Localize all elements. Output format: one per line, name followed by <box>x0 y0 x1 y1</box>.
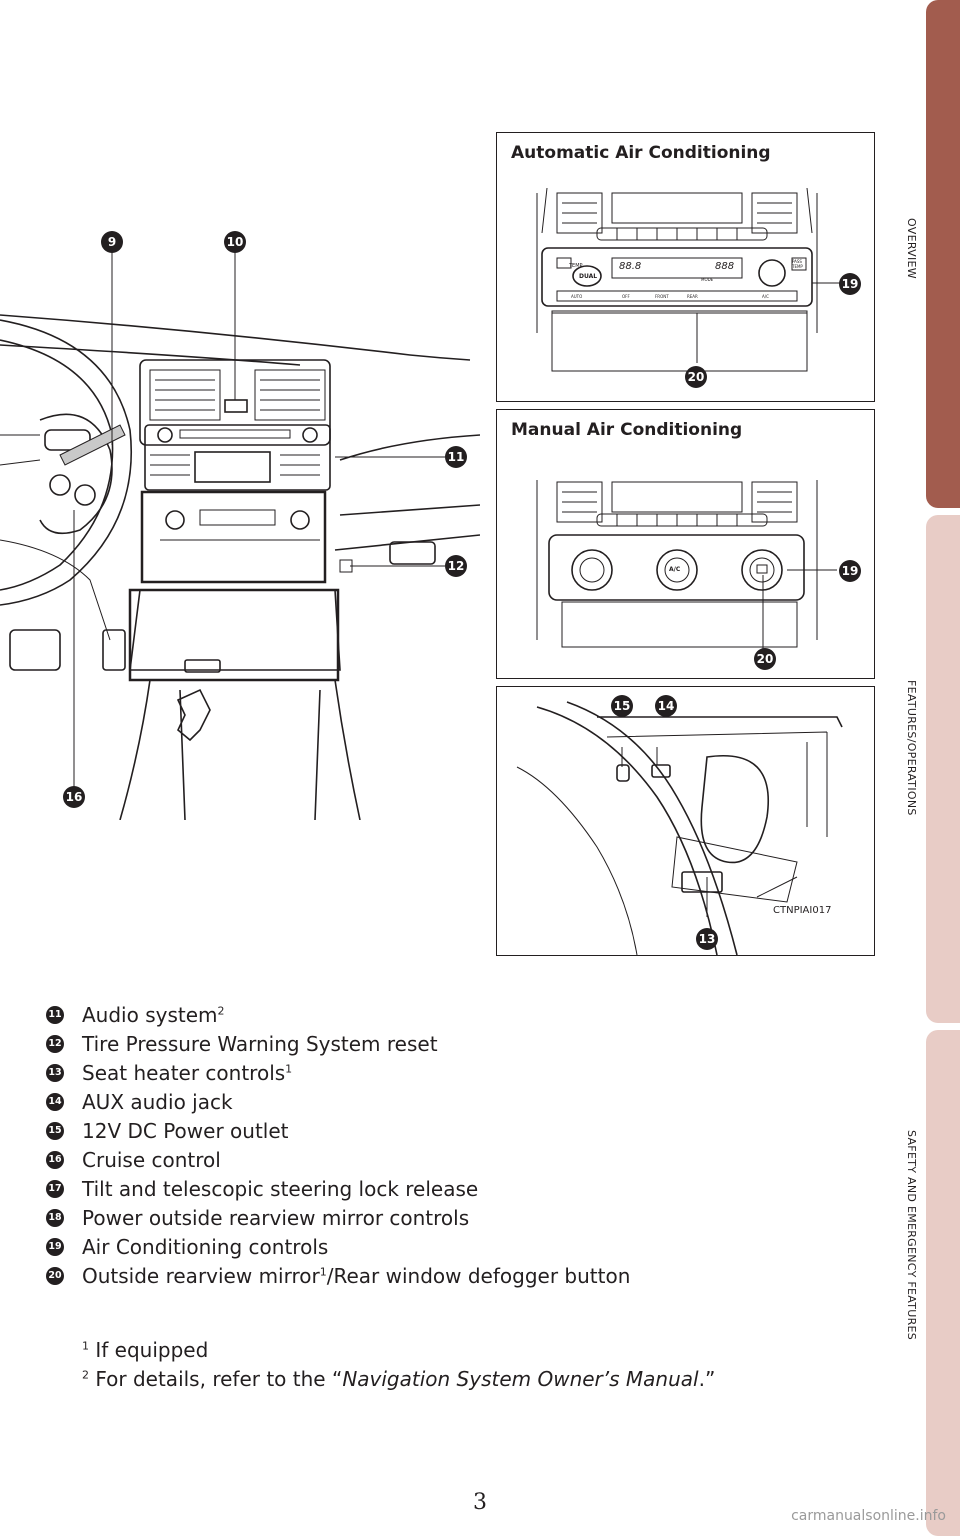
footnote-2: 2 For details, refer to the “Navigation … <box>82 1367 715 1391</box>
auto-ac-digits-right: 888 <box>715 261 735 272</box>
legend-text: Air Conditioning controls <box>82 1235 329 1259</box>
manual-ac-title: Manual Air Conditioning <box>511 420 743 440</box>
auto-ac-panel: Automatic Air Conditioning TEMP DUAL PAS… <box>496 132 875 402</box>
tab-features-operations-label: FEATURES/OPERATIONS <box>905 680 918 816</box>
callout-20-auto: 20 <box>685 366 707 388</box>
auto-ac-mode-label: MODE <box>701 277 714 282</box>
callout-19-manual: 19 <box>839 560 861 582</box>
legend-item: 18 Power outside rearview mirror control… <box>46 1204 469 1232</box>
legend-item: 20 Outside rearview mirror1/Rear window … <box>46 1262 630 1290</box>
auto-ac-rear-label: REAR <box>687 294 698 299</box>
console-illustration <box>516 701 843 955</box>
legend-sup: 1 <box>319 1265 327 1279</box>
legend-text-continued: /Rear window defogger button <box>326 1264 631 1288</box>
legend-text: Outside rearview mirror <box>82 1264 320 1288</box>
legend-text: AUX audio jack <box>82 1090 233 1114</box>
legend-item: 15 12V DC Power outlet <box>46 1117 289 1145</box>
legend-item: 17 Tilt and telescopic steering lock rel… <box>46 1175 478 1203</box>
auto-ac-dual-label: DUAL <box>579 273 598 280</box>
legend-text: 12V DC Power outlet <box>82 1119 289 1143</box>
legend-sup: 2 <box>217 1004 225 1018</box>
footnote-2-marker: 2 <box>82 1368 89 1382</box>
footnote-1: 1 If equipped <box>82 1338 208 1362</box>
callout-16: 16 <box>63 786 85 808</box>
legend-item: 12 Tire Pressure Warning System reset <box>46 1030 438 1058</box>
legend-item: 14 AUX audio jack <box>46 1088 233 1116</box>
manual-ac-illustration <box>536 480 837 650</box>
legend-text: Cruise control <box>82 1148 221 1172</box>
callout-20-manual: 20 <box>754 648 776 670</box>
auto-ac-temp-label: TEMP <box>569 263 583 269</box>
footnote-1-text: If equipped <box>95 1338 209 1362</box>
auto-ac-title: Automatic Air Conditioning <box>511 143 771 163</box>
auto-ac-illustration <box>536 187 842 372</box>
footnote-2-suffix: .” <box>698 1367 716 1391</box>
manual-ac-panel: Manual Air Conditioning A/C 19 20 <box>496 409 875 679</box>
auto-ac-auto-label: AUTO <box>571 294 583 299</box>
callout-9: 9 <box>101 231 123 253</box>
legend-text: Power outside rearview mirror controls <box>82 1206 470 1230</box>
auto-ac-ac-label: A/C <box>762 294 769 299</box>
tab-overview[interactable] <box>926 0 960 508</box>
callout-14: 14 <box>655 695 677 717</box>
legend-num: 14 <box>46 1093 64 1111</box>
tab-overview-label: OVERVIEW <box>905 218 918 279</box>
legend-num: 12 <box>46 1035 64 1053</box>
console-panel: CTNPIAI017 15 14 13 <box>496 686 875 956</box>
callout-11: 11 <box>445 446 467 468</box>
tab-safety-emergency[interactable] <box>926 1030 960 1536</box>
callout-15: 15 <box>611 695 633 717</box>
legend-num: 17 <box>46 1180 64 1198</box>
callout-12: 12 <box>445 555 467 577</box>
auto-ac-digits-left: 88.8 <box>619 261 642 272</box>
footnote-2-prefix: For details, refer to the “ <box>95 1367 343 1391</box>
auto-ac-front-label: FRONT <box>655 294 669 299</box>
legend-num: 20 <box>46 1267 64 1285</box>
auto-ac-pass-temp-label: PASS TEMP <box>792 259 803 269</box>
legend-num: 13 <box>46 1064 64 1082</box>
legend-num: 11 <box>46 1006 64 1024</box>
legend-sup: 1 <box>285 1062 293 1076</box>
legend-text: Tire Pressure Warning System reset <box>82 1032 438 1056</box>
legend-item: 16 Cruise control <box>46 1146 221 1174</box>
dashboard-illustration <box>0 245 480 820</box>
legend-item: 19 Air Conditioning controls <box>46 1233 328 1261</box>
watermark: carmanualsonline.info <box>791 1508 946 1524</box>
legend-text: Audio system <box>82 1003 218 1027</box>
manual-ac-knob-label: A/C <box>669 566 681 573</box>
tab-safety-emergency-label: SAFETY AND EMERGENCY FEATURES <box>905 1130 918 1341</box>
legend-num: 15 <box>46 1122 64 1140</box>
legend-num: 18 <box>46 1209 64 1227</box>
legend-item: 11 Audio system2 <box>46 1001 225 1029</box>
legend-text: Tilt and telescopic steering lock releas… <box>82 1177 479 1201</box>
callout-13: 13 <box>696 928 718 950</box>
footnote-2-manual-title: Navigation System Owner’s Manual <box>342 1367 699 1391</box>
page-number: 3 <box>473 1490 487 1515</box>
console-code-label: CTNPIAI017 <box>773 905 832 916</box>
legend-text: Seat heater controls <box>82 1061 286 1085</box>
footnote-1-marker: 1 <box>82 1339 89 1353</box>
tab-features-operations[interactable] <box>926 515 960 1023</box>
auto-ac-off-label: OFF <box>622 294 630 299</box>
legend-num: 16 <box>46 1151 64 1169</box>
callout-10: 10 <box>224 231 246 253</box>
legend-item: 13 Seat heater controls1 <box>46 1059 292 1087</box>
legend-num: 19 <box>46 1238 64 1256</box>
callout-19-auto: 19 <box>839 273 861 295</box>
